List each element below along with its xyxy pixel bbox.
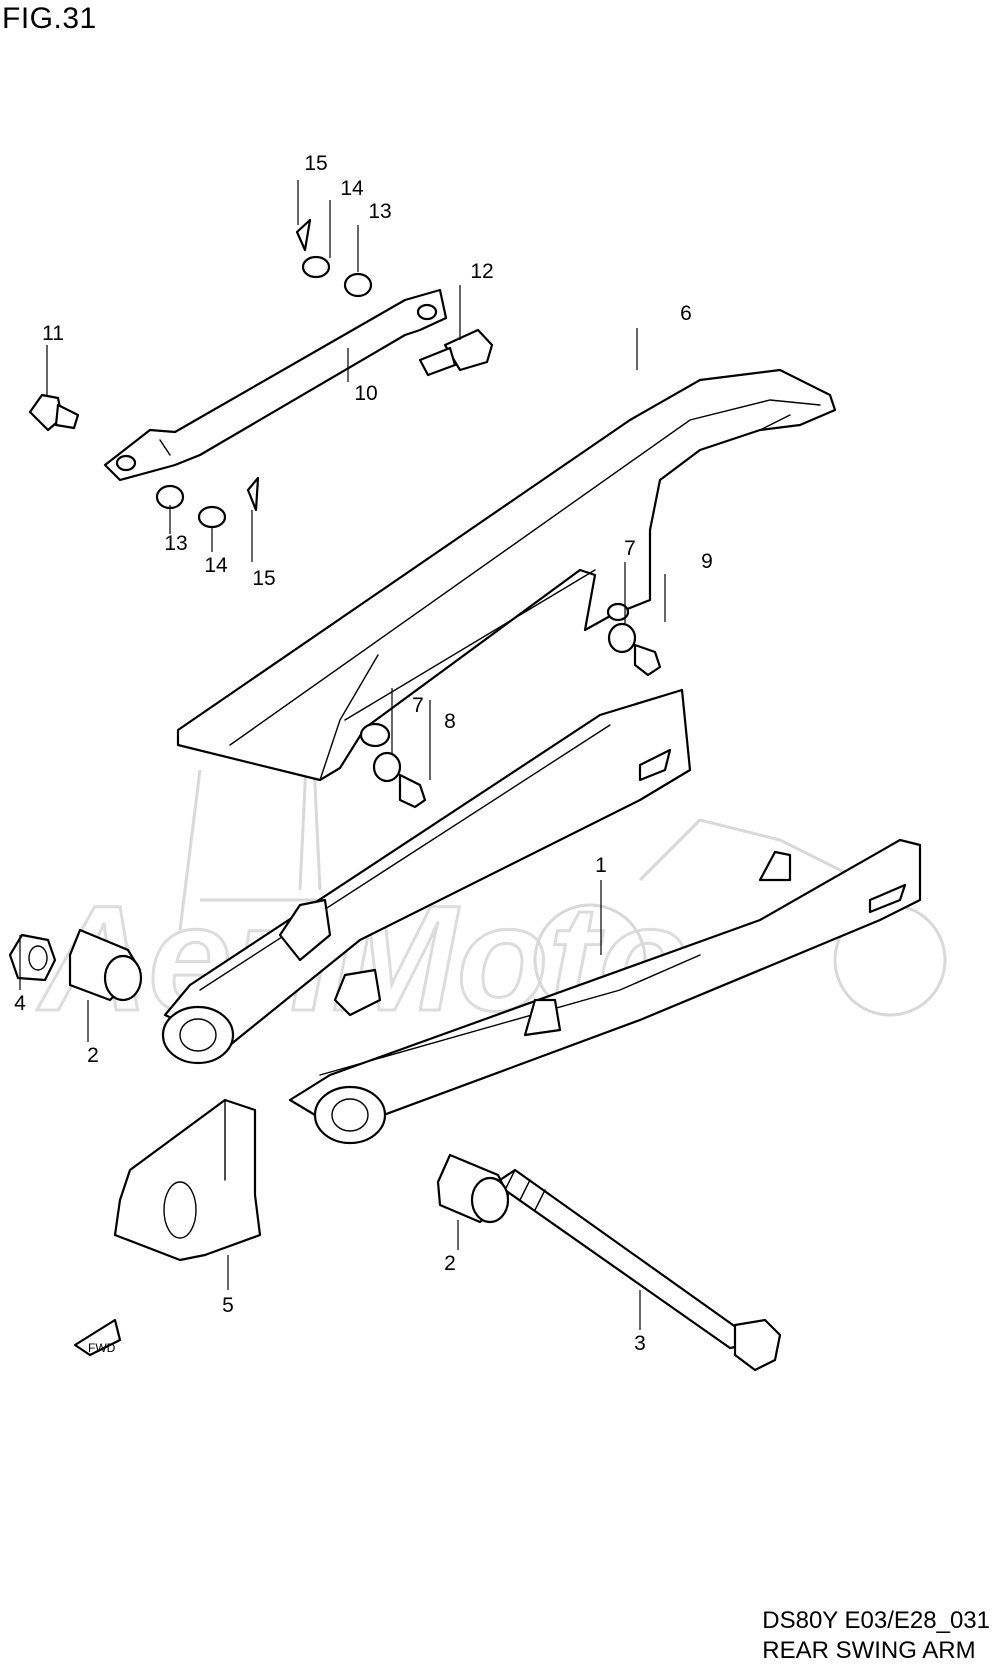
callout-3: 3 bbox=[634, 1332, 646, 1355]
figure-label: FIG.31 bbox=[2, 2, 97, 35]
diagram-footer: DS80Y E03/E28_031 REAR SWING ARM bbox=[762, 1606, 990, 1666]
bar-part bbox=[103, 288, 448, 482]
callout-5: 5 bbox=[222, 1294, 234, 1317]
callout-1: 1 bbox=[595, 854, 607, 877]
callout-numbers: 1 2 2 3 4 5 6 7 7 8 9 10 11 12 13 13 14 … bbox=[14, 152, 713, 1355]
fwd-arrow-label: FWD bbox=[88, 1341, 116, 1355]
callout-6: 6 bbox=[680, 302, 692, 325]
model-code: DS80Y E03/E28_031 bbox=[762, 1607, 990, 1634]
callout-14: 14 bbox=[204, 554, 228, 577]
callout-7: 7 bbox=[412, 694, 424, 717]
callout-12: 12 bbox=[470, 260, 493, 283]
nut-part bbox=[8, 933, 57, 982]
callout-2: 2 bbox=[444, 1252, 456, 1275]
callout-11: 11 bbox=[42, 322, 64, 345]
collar-part bbox=[68, 928, 510, 1224]
callout-13: 13 bbox=[368, 200, 391, 223]
diagram-title: REAR SWING ARM bbox=[762, 1637, 976, 1664]
callout-4: 4 bbox=[14, 992, 26, 1015]
leader-lines bbox=[19, 180, 666, 1330]
callout-15: 15 bbox=[252, 567, 275, 590]
pivot-bolt-part bbox=[498, 1168, 782, 1372]
callout-14: 14 bbox=[340, 177, 364, 200]
callout-8: 8 bbox=[444, 710, 456, 733]
callout-13: 13 bbox=[164, 532, 187, 555]
callout-10: 10 bbox=[354, 382, 377, 405]
callout-7: 7 bbox=[624, 537, 636, 560]
callout-9: 9 bbox=[701, 550, 713, 573]
chain-case-part bbox=[176, 368, 837, 782]
swing-arm-part bbox=[161, 688, 922, 1145]
hardware-parts bbox=[28, 218, 662, 1357]
callout-2: 2 bbox=[87, 1044, 99, 1067]
callout-15: 15 bbox=[304, 152, 327, 175]
bracket-part bbox=[113, 1098, 262, 1262]
